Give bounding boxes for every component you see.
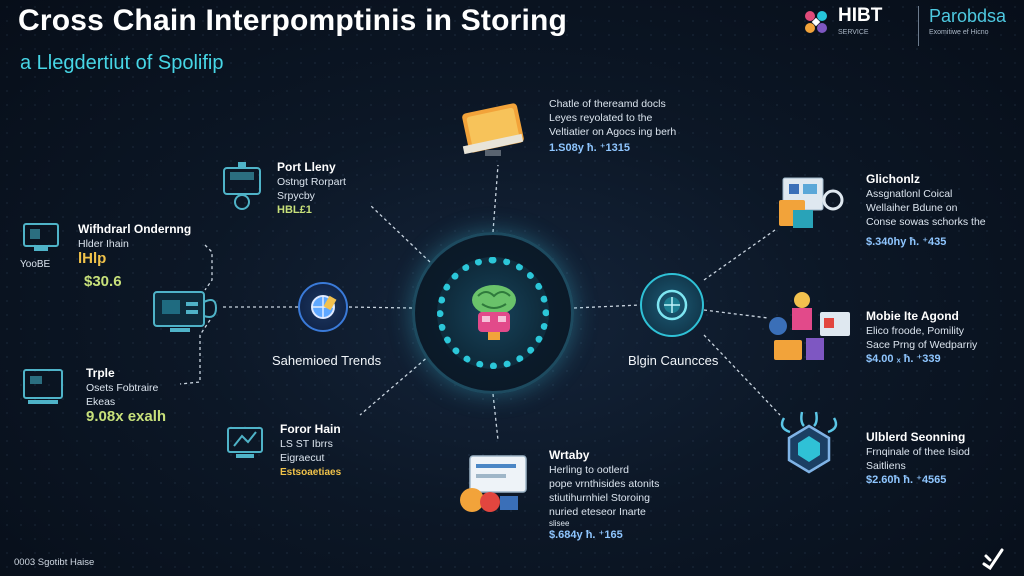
brand-parobdsa: Parobdsa Exomitiwe ef Hicno — [918, 6, 1006, 46]
card-value: $4.00 ₓ ħ. ⁺339 — [866, 353, 941, 365]
card-title: Mobie Ite Agond — [866, 309, 959, 323]
link-wrtaby — [492, 393, 499, 441]
center-left-label: Sahemioed Trends — [272, 353, 382, 368]
card-title: Ulblerd Seonning — [866, 430, 966, 444]
globe-icon — [311, 295, 337, 319]
card-value: $.684y ħ. ⁺165 — [549, 529, 623, 541]
card-title: Port Lleny — [277, 160, 336, 174]
card-value: $2.60ħ ħ. ⁺4565 — [866, 474, 947, 486]
link-center-left — [347, 306, 413, 309]
withdraw-icon-label: YooBE — [20, 259, 51, 270]
node-right-chip — [640, 273, 704, 337]
card-title: Wrtaby — [549, 448, 590, 462]
card-line: Herling to ootlerd — [549, 464, 629, 476]
card-line: stiutihurnhiel Storoing — [549, 492, 650, 504]
card-line: Elico froode, Pomility — [866, 325, 965, 337]
card-line: Ekeas — [86, 396, 116, 408]
card-line: Hlder Ihain — [78, 238, 129, 250]
brand-tagline: Exomitiwe ef Hicno — [929, 29, 989, 36]
card-lblderd: Ulblerd Seonning Frnqinale of thee Isiod… — [866, 430, 970, 488]
card-line: Wellaiher Bdune on — [866, 202, 958, 214]
card-line: Veltiatier on Agocs ing berh — [549, 126, 677, 138]
card-value: Estsoaetiaes — [280, 467, 342, 478]
card-line-extra: slisee — [549, 519, 570, 528]
card-line: Conse sowas schorks the — [866, 216, 986, 228]
central-hub — [412, 232, 574, 394]
card-triple: Trple Osets Fobtraire Ekeas 9.08x exalh — [86, 366, 166, 424]
card-glichon: Glichonlz Assgnatlonl Coical Wellaiher B… — [866, 172, 986, 250]
card-title: Trple — [86, 366, 115, 380]
hexagon-network-icon — [780, 411, 838, 474]
card-line: Assgnatlonl Coical — [866, 188, 953, 200]
brain-icon — [472, 285, 516, 340]
arrow-logo-icon — [982, 548, 1004, 570]
footer-text: 0003 Sgotibt Haise — [14, 557, 95, 568]
link-glichon — [703, 229, 776, 281]
card-line: Chatle of thereamd docls — [549, 98, 666, 110]
monitor-icon — [153, 291, 218, 332]
card-foror: Foror Hain LS ST Ibrrs Eigraecut Estsoae… — [280, 422, 341, 480]
hibt-logo-icon — [805, 11, 827, 33]
card-line: Leyes reyolated to the — [549, 112, 653, 124]
card-wrtaby: Wrtaby Herling to ootlerd pope vrnthisid… — [549, 448, 659, 543]
card-withdraw: Wifhdrarl Ondernng Hlder Ihain lHlp — [78, 222, 191, 266]
folder-icon — [23, 369, 63, 404]
page-title: Cross Chain Interpomptinis in Storing — [18, 4, 568, 37]
card-mobile: Mobie Ite Agond Elico froode, Pomility S… — [866, 309, 977, 367]
computer-icon — [227, 427, 263, 458]
node-left-globe — [298, 282, 348, 332]
card-line: Frnqinale of thee Isiod — [866, 446, 970, 458]
card-top: Chatle of thereamd docls Leyes reyolated… — [549, 97, 676, 156]
brand-name: Parobdsa — [929, 6, 1007, 26]
card-line: pope vrnthisides atonits — [549, 478, 660, 490]
card-line: Saitliens — [866, 460, 906, 472]
brand-tagline: SERVICE — [838, 29, 869, 36]
brand-name: HIBT — [838, 5, 883, 26]
link-lblderd — [703, 334, 781, 416]
link-top — [492, 164, 499, 233]
brand-hibt: HIBT SERVICE — [800, 6, 882, 38]
dashboard-icon — [460, 455, 527, 512]
card-value-secondary: $30.6 — [84, 273, 122, 290]
center-right-label: Blgin Cauncces — [628, 353, 719, 368]
central-chain-ring — [437, 257, 549, 369]
card-line: Eigraecut — [280, 452, 325, 464]
link-withdraw — [204, 244, 213, 291]
card-value: 1.S08y ħ. ⁺1315 — [549, 142, 631, 154]
card-title: Glichonlz — [866, 172, 920, 186]
page-subtitle: a Llegdertiut of Spolifip — [20, 52, 224, 74]
link-mobile — [703, 309, 769, 319]
card-line: LS ST Ibrrs — [280, 438, 333, 450]
card-value: 9.08x exalh — [86, 408, 167, 425]
computer-icon — [23, 223, 59, 251]
card-line: Ostngt Rorpart — [277, 176, 346, 188]
shopping-icon — [779, 177, 844, 228]
withdraw-amount: $30.6 — [84, 274, 122, 289]
card-line: Srpycby — [277, 190, 315, 202]
card-line: Osets Fobtraire — [86, 382, 159, 394]
card-port: Port Lleny Ostngt Rorpart Srpycby HBL£1 — [277, 160, 346, 218]
link-center-right — [573, 304, 641, 309]
card-value: $.340hy ħ. ⁺435 — [866, 236, 947, 248]
card-title: Foror Hain — [280, 422, 341, 436]
dashboard-icon — [769, 292, 850, 360]
card-title: Wifhdrarl Ondernng — [78, 222, 192, 236]
book-icon — [462, 103, 524, 156]
card-value: lHlp — [78, 250, 107, 267]
card-value: HBL£1 — [277, 204, 312, 216]
link-port — [369, 204, 431, 263]
card-line: nuried eteseor Inarte — [549, 506, 646, 518]
card-line: Sace Prng of Wedparriy — [866, 339, 978, 351]
calculator-icon — [223, 162, 261, 210]
chip-icon — [656, 289, 688, 321]
